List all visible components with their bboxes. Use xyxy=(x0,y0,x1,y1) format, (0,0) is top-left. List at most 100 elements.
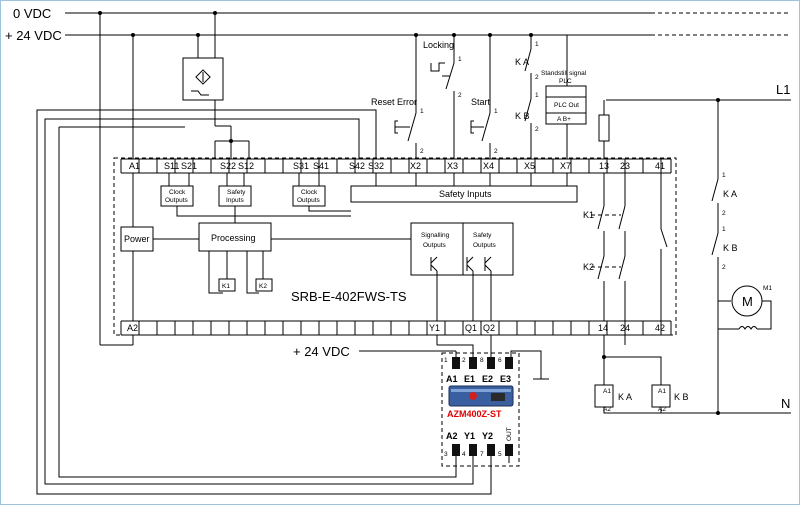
svg-text:1: 1 xyxy=(458,56,462,63)
k2-contact-label: K2 xyxy=(583,262,594,272)
contactor-coils: A1 A2 K A A1 A2 K B xyxy=(594,335,689,414)
terminal-A2: A2 xyxy=(127,323,138,333)
svg-text:Safety: Safety xyxy=(473,232,492,239)
outputs-block: Signalling Outputs Safety Outputs xyxy=(410,222,514,321)
svg-text:6: 6 xyxy=(498,357,502,364)
terminal-X3: X3 xyxy=(447,161,458,171)
svg-text:2: 2 xyxy=(535,126,539,133)
lock-bottom-terminals: A2 Y1 Y2 OUT 3 4 7 5 xyxy=(444,427,513,458)
terminal-24: 24 xyxy=(620,323,630,333)
terminal-Y1: Y1 xyxy=(429,323,440,333)
azm400z-lock: 1 2 8 6 A1 E1 E2 E3 AZM400Z-ST A2 Y1 Y2 … xyxy=(441,352,520,494)
svg-text:1: 1 xyxy=(535,41,539,48)
svg-text:2: 2 xyxy=(458,92,462,99)
svg-text:A1: A1 xyxy=(603,388,611,395)
svg-text:A B+: A B+ xyxy=(557,116,571,123)
start-switch: Start 1 2 xyxy=(470,35,498,159)
svg-text:OUT: OUT xyxy=(506,427,513,441)
module-name: SRB-E-402FWS-TS xyxy=(291,289,407,304)
svg-text:Y1: Y1 xyxy=(464,431,475,441)
fuse-body xyxy=(598,114,610,142)
motor-circuit: K A K B 1 2 1 2 M M1 xyxy=(711,100,772,413)
lock-top-terminals: 1 2 8 6 A1 E1 E2 E3 xyxy=(444,357,513,384)
plc-out-label: PLC Out xyxy=(554,102,579,109)
terminal-41: 41 xyxy=(655,161,665,171)
svg-text:1: 1 xyxy=(722,226,726,233)
rail-l1-label: L1 xyxy=(776,82,790,97)
svg-text:Processing: Processing xyxy=(211,233,256,243)
start-label: Start xyxy=(471,97,491,107)
svg-text:Clock: Clock xyxy=(301,189,318,196)
ka-contact-label: K A xyxy=(515,57,529,67)
svg-text:4: 4 xyxy=(462,451,466,458)
terminal-23: 23 xyxy=(620,161,630,171)
rail-n-label: N xyxy=(781,396,790,411)
proximity-sensor xyxy=(182,13,250,159)
svg-text:1: 1 xyxy=(420,108,424,115)
motor-label: M1 xyxy=(763,285,772,292)
top-terminal-labels: A1 S11 S21 S22 S12 S31 S41 S42 S32 X2 X3… xyxy=(129,161,665,171)
svg-text:Safety: Safety xyxy=(227,189,246,196)
reset-switch: Reset Error 1 2 xyxy=(371,35,424,159)
svg-text:2: 2 xyxy=(462,357,466,364)
svg-text:E1: E1 xyxy=(464,374,475,384)
coil-kb-label: K B xyxy=(674,392,689,402)
terminal-14: 14 xyxy=(598,323,608,333)
k1-k2-contacts: K1 K2 xyxy=(583,173,668,321)
svg-text:2: 2 xyxy=(420,148,424,155)
svg-text:Outputs: Outputs xyxy=(473,242,497,249)
safety-inputs-bar: Safety Inputs xyxy=(176,173,578,223)
terminal-Q2: Q2 xyxy=(483,323,495,333)
svg-text:E2: E2 xyxy=(482,374,493,384)
motor-ka-label: K A xyxy=(723,189,737,199)
terminal-13: 13 xyxy=(599,161,609,171)
terminal-Q1: Q1 xyxy=(465,323,477,333)
terminal-S31: S31 xyxy=(293,161,309,171)
svg-text:Outputs: Outputs xyxy=(165,197,189,204)
terminal-X7: X7 xyxy=(560,161,571,171)
svg-text:Inputs: Inputs xyxy=(226,197,244,204)
power-rails: 0 VDC + 24 VDC L1 N xyxy=(5,6,791,414)
bottom-terminal-labels: A2 Y1 Q1 Q2 14 24 42 xyxy=(127,323,665,333)
lock-label: AZM400Z-ST xyxy=(447,409,502,419)
k1-contact-label: K1 xyxy=(583,210,594,220)
svg-text:Outputs: Outputs xyxy=(297,197,321,204)
rail-0vdc-label: 0 VDC xyxy=(13,6,51,21)
terminal-X4: X4 xyxy=(483,161,494,171)
terminal-S12: S12 xyxy=(238,161,254,171)
processing-block: Processing K1 K2 xyxy=(198,222,411,294)
svg-text:2: 2 xyxy=(722,210,726,217)
terminal-S11: S11 xyxy=(164,161,179,171)
svg-text:A2: A2 xyxy=(658,406,666,413)
locking-switch: Locking 1 2 xyxy=(423,35,462,159)
svg-text:2: 2 xyxy=(494,148,498,155)
svg-text:Power: Power xyxy=(124,234,150,244)
svg-text:5: 5 xyxy=(498,451,502,458)
svg-text:Clock: Clock xyxy=(169,189,186,196)
kb-contact-label: K B xyxy=(515,111,530,121)
svg-text:E3: E3 xyxy=(500,374,511,384)
plc-box xyxy=(545,85,587,125)
lock-outline xyxy=(441,352,520,467)
module-outline xyxy=(113,157,677,336)
svg-text:A1: A1 xyxy=(658,388,666,395)
terminal-S21: S21 xyxy=(181,161,197,171)
terminal-S32: S32 xyxy=(368,161,384,171)
svg-text:Signalling: Signalling xyxy=(421,232,450,239)
clock-outputs-1: Clock Outputs xyxy=(160,173,194,207)
svg-text:M: M xyxy=(742,294,753,309)
terminal-X5: X5 xyxy=(524,161,535,171)
svg-text:A2: A2 xyxy=(446,431,458,441)
svg-text:Y2: Y2 xyxy=(482,431,493,441)
svg-text:K1: K1 xyxy=(222,283,230,290)
top-terminal-strip xyxy=(120,158,672,174)
locking-label: Locking xyxy=(423,40,454,50)
power-block: Power xyxy=(120,173,199,321)
svg-text:Safety Inputs: Safety Inputs xyxy=(439,189,492,199)
bottom-24vdc-label: + 24 VDC xyxy=(293,344,350,359)
svg-text:1: 1 xyxy=(722,172,726,179)
terminal-42: 42 xyxy=(655,323,665,333)
svg-text:2: 2 xyxy=(722,264,726,271)
